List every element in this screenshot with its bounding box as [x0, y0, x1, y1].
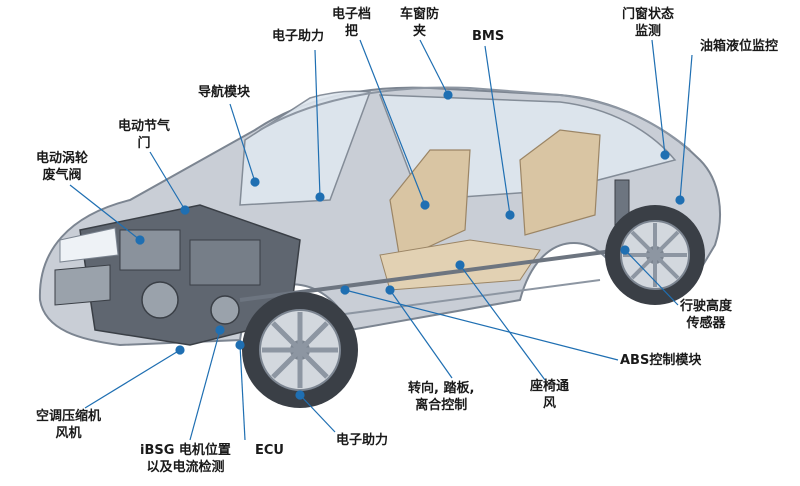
- label-steering-pedal-clutch: 转向, 踏板, 离合控制: [408, 380, 474, 414]
- label-text: ABS控制模块: [620, 353, 702, 368]
- label-e-power-steering: 电子助力: [336, 432, 388, 449]
- label-text-line-2: 监测: [635, 24, 662, 39]
- roof-line: [259, 86, 691, 151]
- label-door-window-status: 门窗状态监测: [622, 6, 674, 40]
- label-ecu: ECU: [255, 442, 284, 459]
- label-text-line-1: 座椅通: [530, 379, 570, 394]
- label-turbo-wastegate: 电动涡轮废气阀: [36, 150, 88, 184]
- label-text-line-1: 电动节气: [118, 119, 171, 134]
- label-text-line-2: 以及电流检测: [146, 460, 225, 475]
- label-text: 电子助力: [336, 433, 389, 448]
- engine-part-1: [119, 229, 181, 271]
- label-text-line-2: 夹: [413, 24, 427, 39]
- label-ride-height-sensor: 行驶高度传感器: [680, 298, 732, 332]
- engine-alternator: [210, 295, 240, 325]
- front-wheel: [242, 292, 358, 408]
- label-window-anti-pinch: 车窗防夹: [400, 6, 439, 40]
- label-text-line-2: 废气阀: [42, 168, 82, 183]
- label-text-line-2: 传感器: [686, 316, 726, 331]
- headlight: [59, 227, 119, 263]
- label-text-line-1: 门窗状态: [622, 7, 675, 22]
- label-nav-module: 导航模块: [198, 84, 250, 101]
- label-fuel-level: 油箱液位监控: [700, 38, 778, 55]
- label-text: 油箱液位监控: [700, 39, 779, 54]
- label-motor-brake: 电子助力: [272, 28, 324, 45]
- label-ac-compressor-fan: 空调压缩机风机: [36, 408, 101, 442]
- label-text-line-2: 风机: [55, 426, 82, 441]
- label-text-line-2: 风: [543, 396, 557, 411]
- label-text-line-1: 车窗防: [400, 7, 440, 22]
- rear-seat: [519, 129, 601, 236]
- label-e-throttle: 电动节气门: [118, 118, 170, 152]
- label-text-line-1: iBSG 电机位置: [140, 443, 231, 458]
- label-text: 电子助力: [272, 29, 325, 44]
- exhaust-line: [299, 279, 601, 321]
- label-text-line-2: 门: [137, 136, 151, 151]
- engine-pulley: [141, 281, 179, 319]
- label-text-line-2: 把: [345, 24, 359, 39]
- label-text-line-2: 离合控制: [415, 398, 468, 413]
- windshield-glass: [239, 90, 372, 206]
- label-abs-module: ABS控制模块: [620, 352, 701, 369]
- label-text-line-1: 电动涡轮: [36, 151, 89, 166]
- front-grille: [54, 264, 111, 306]
- label-e-shift: 电子档把: [332, 6, 371, 40]
- front-seat: [389, 149, 471, 261]
- label-text-line-1: 转向, 踏板,: [408, 381, 475, 396]
- label-text: ECU: [255, 443, 284, 458]
- label-text-line-1: 行驶高度: [680, 299, 733, 314]
- label-seat-ventilation: 座椅通风: [530, 378, 569, 412]
- label-text-line-1: 电子档: [332, 7, 372, 22]
- leader-lines: [69, 39, 693, 441]
- label-text: 导航模块: [198, 85, 251, 100]
- engine-part-2: [189, 239, 261, 286]
- rear-wheel: [605, 205, 705, 305]
- label-text: BMS: [472, 29, 505, 44]
- chassis-rail: [239, 248, 621, 302]
- label-text-line-1: 空调压缩机: [36, 409, 102, 424]
- label-ibsg-motor: iBSG 电机位置以及电流检测: [140, 442, 231, 476]
- label-bms: BMS: [472, 28, 504, 45]
